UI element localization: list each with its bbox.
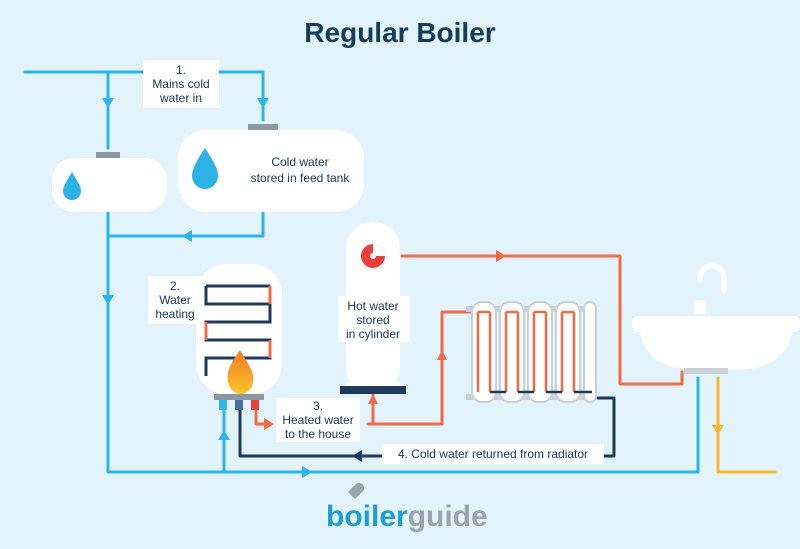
arrow-icon bbox=[437, 350, 447, 360]
logo-part1: boiler bbox=[326, 500, 408, 533]
svg-text:water in: water in bbox=[159, 91, 202, 105]
arrow-icon bbox=[264, 418, 274, 430]
hot-to-radiator-pipe bbox=[366, 340, 444, 426]
svg-text:2.: 2. bbox=[170, 279, 180, 293]
arrow-icon bbox=[352, 450, 362, 462]
flow-arrows bbox=[102, 98, 724, 478]
svg-text:Hot water: Hot water bbox=[347, 299, 398, 313]
svg-text:3.: 3. bbox=[313, 399, 323, 413]
svg-text:in cylinder: in cylinder bbox=[346, 327, 400, 341]
thermometer-gauge-icon bbox=[361, 244, 385, 268]
arrow-icon bbox=[257, 98, 269, 108]
svg-text:boilerguide: boilerguide bbox=[326, 500, 488, 533]
svg-text:heating: heating bbox=[155, 307, 194, 321]
svg-text:stored: stored bbox=[356, 313, 389, 327]
arrow-icon bbox=[102, 295, 114, 305]
svg-text:4. Cold water returned from ra: 4. Cold water returned from radiator bbox=[398, 447, 588, 461]
arrow-icon bbox=[302, 466, 312, 478]
boiler bbox=[196, 264, 282, 410]
cold-main-line-pipe bbox=[106, 210, 700, 474]
feed-tank-label-line2: stored in feed tank bbox=[251, 171, 351, 185]
arrow-icon bbox=[218, 430, 230, 440]
water-drop-icon bbox=[63, 172, 81, 200]
wrench-icon bbox=[348, 483, 364, 499]
flame-icon bbox=[227, 350, 254, 394]
logo-part2: guide bbox=[408, 500, 488, 533]
svg-text:Water: Water bbox=[159, 293, 191, 307]
svg-text:Mains cold: Mains cold bbox=[152, 77, 209, 91]
arrow-icon bbox=[102, 98, 114, 108]
mains-label: 1. Mains cold water in bbox=[143, 60, 219, 108]
arrow-icon bbox=[496, 250, 506, 262]
feed-tank-outlet-pipe bbox=[106, 210, 265, 238]
boilerguide-logo: boilerguide bbox=[326, 483, 488, 533]
svg-text:1.: 1. bbox=[176, 63, 186, 77]
water-heating-label: 2. Water heating bbox=[148, 276, 202, 324]
arrow-icon bbox=[368, 394, 378, 404]
radiator bbox=[466, 301, 597, 403]
arrow-icon bbox=[182, 230, 192, 242]
svg-text:to the house: to the house bbox=[285, 427, 351, 441]
water-drop-icon bbox=[192, 148, 218, 189]
heated-water-label: 3. Heated water to the house bbox=[276, 398, 360, 442]
cold-return-label: 4. Cold water returned from radiator bbox=[382, 444, 604, 464]
small-cold-tank bbox=[52, 152, 167, 212]
sink bbox=[632, 263, 800, 374]
feed-tank: Cold water stored in feed tank bbox=[178, 124, 364, 212]
arrow-icon bbox=[712, 425, 724, 435]
cylinder-to-sink-pipe bbox=[400, 254, 684, 386]
boiler-hot-outlet-pipe bbox=[254, 404, 268, 426]
sink-drain-pipe bbox=[716, 376, 777, 474]
feed-tank-label-line1: Cold water bbox=[271, 155, 328, 169]
radiator-feed-pipe bbox=[440, 310, 472, 344]
tap-icon bbox=[697, 263, 727, 293]
radiator-return-pipe bbox=[238, 396, 616, 458]
svg-text:Heated water: Heated water bbox=[282, 413, 353, 427]
page-title: Regular Boiler bbox=[304, 17, 495, 48]
hot-water-cylinder: Hot water stored in cylinder bbox=[338, 222, 410, 394]
